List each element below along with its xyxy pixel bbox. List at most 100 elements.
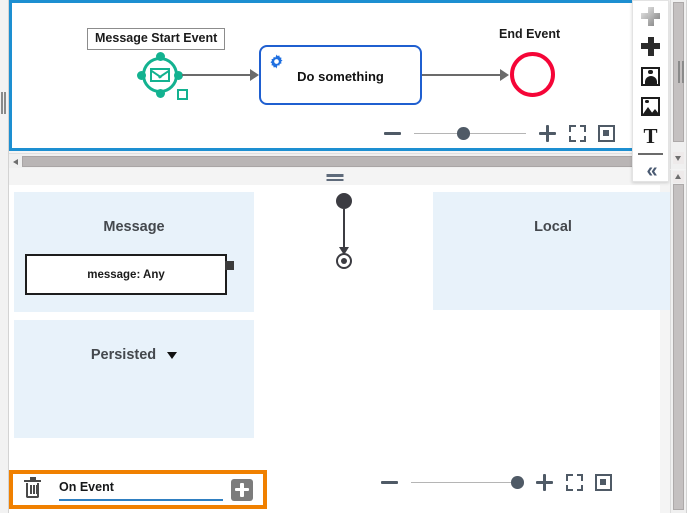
vscroll-thumb[interactable] [673,184,684,510]
initial-node[interactable] [336,193,352,209]
sequence-flow-2-arrowhead [500,69,509,81]
splitter-grip[interactable] [326,174,343,181]
actor-icon [641,66,660,86]
cross-bar [647,36,654,56]
trash-lid [24,476,41,483]
zoom-slider[interactable] [414,127,526,140]
pool-message-title: Message [103,219,165,235]
chevron-double-left-icon: « [646,160,657,182]
top-zoom-toolbar[interactable] [380,125,615,142]
image-sun [645,100,649,104]
panel-splitter[interactable] [9,168,660,185]
add-tab-button[interactable] [231,478,253,501]
output-port[interactable] [225,261,234,270]
grip-line [326,174,343,177]
resize-handle-e[interactable] [174,70,183,80]
corner [569,135,576,142]
corner [576,484,583,491]
center-selection-icon[interactable] [595,474,612,491]
zoom-in-button[interactable] [536,474,553,491]
zoom-slider-thumb[interactable] [457,127,470,140]
pool-local-title: Local [534,219,572,235]
end-event[interactable] [510,52,555,97]
tab-on-event[interactable]: On Event [59,478,223,501]
grip-line [326,178,343,181]
pool-local[interactable]: Local [433,192,673,310]
add-actor-tool[interactable] [632,61,669,91]
grip-line [681,61,684,83]
trash-line [33,485,35,495]
trash-icon[interactable] [24,476,41,499]
pool-persisted[interactable]: Persisted [14,320,254,438]
corner [579,135,586,142]
resize-handle-n[interactable] [155,52,165,61]
zoom-out-button[interactable] [381,481,398,484]
trash-line [36,485,38,495]
resize-handle-s[interactable] [155,89,165,98]
attach-handle[interactable] [177,89,188,100]
chevron-down-icon[interactable] [167,351,178,359]
scroll-down-arrow[interactable] [673,152,684,164]
corner [566,474,573,481]
message-start-event[interactable] [136,51,188,100]
vscroll-thumb[interactable] [673,2,684,142]
task-label: Do something [297,69,384,84]
pool-persisted-label: Persisted [90,347,157,363]
sequence-flow-2[interactable] [422,74,500,76]
grip-line [678,61,680,83]
trash-line [30,485,32,495]
add-node-tool[interactable] [632,31,669,61]
top-horizontal-scrollbar[interactable] [9,153,660,168]
grip-line [4,92,6,114]
actor-body [644,76,657,84]
message-type-label: message: Any [87,268,165,281]
left-panel-grip[interactable] [1,92,7,114]
collapse-palette[interactable]: « [632,156,669,186]
cross-grey-icon [641,6,660,26]
fit-to-screen-icon[interactable] [566,474,583,491]
connector-tool[interactable] [632,1,669,31]
zoom-slider-thumb[interactable] [511,476,524,489]
resize-handle-w[interactable] [137,70,146,80]
message-definition-editor[interactable]: Message message: Any Persisted Local [9,185,673,513]
bottom-vertical-scrollbar[interactable] [670,170,686,513]
scroll-up-arrow[interactable] [673,171,684,183]
final-node-center [341,258,347,264]
grip-line [1,92,3,114]
center-inner [603,130,609,136]
message-type-box[interactable]: message: Any [25,254,234,295]
start-event-label: Message Start Event [87,28,226,51]
zoom-in-button[interactable] [539,125,556,142]
corner [576,474,583,481]
gear-icon [268,53,285,70]
text-T-icon: T [643,123,658,148]
envelope-icon [150,68,170,82]
bottom-zoom-toolbar[interactable] [377,474,612,491]
event-tabbar-highlight: On Event [9,470,267,509]
event-tabbar[interactable]: On Event [13,474,263,505]
top-vertical-scrollbar[interactable] [670,0,686,169]
left-collapsed-panel[interactable] [0,0,9,513]
zoom-slider[interactable] [411,476,524,489]
image-icon [641,96,660,116]
tab-on-event-label: On Event [59,480,114,494]
image-mountain [643,106,653,114]
image-mountain [651,108,658,114]
fit-to-screen-icon[interactable] [569,125,586,142]
diagram-palette[interactable]: T « [632,0,669,182]
service-task-do-something[interactable]: Do something [259,45,422,105]
hscroll-thumb[interactable] [22,155,638,167]
corner [579,125,586,132]
scroll-left-arrow[interactable] [9,154,22,169]
control-flow-edge[interactable] [343,209,345,252]
bpmn-process-editor[interactable]: Message Start Event [9,0,660,151]
final-node[interactable] [336,253,352,269]
control-flow-arrowhead [339,247,349,255]
center-selection-icon[interactable] [598,125,615,142]
zoom-out-button[interactable] [384,132,401,135]
pool-persisted-title[interactable]: Persisted [14,347,254,363]
bpmn-canvas[interactable]: Message Start Event [12,3,660,148]
add-text-tool[interactable]: T [632,121,669,151]
sequence-flow-1[interactable] [182,74,250,76]
add-image-tool[interactable] [632,91,669,121]
